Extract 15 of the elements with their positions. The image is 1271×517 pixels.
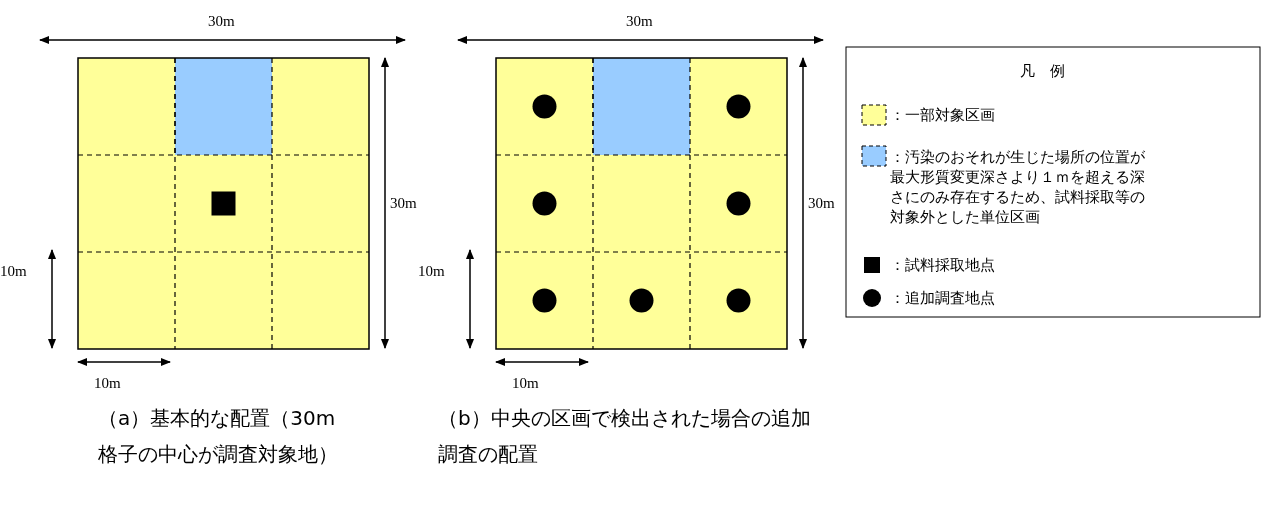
dimension-label: 10m	[0, 262, 27, 280]
legend-text: ：汚染のおそれが生じた場所の位置が最大形質変更深さより１ｍを超える深さにのみ存在するため、試料採取等の対象外とした単位区画	[890, 148, 1146, 227]
legend-text: ：追加調査地点	[890, 289, 995, 307]
legend-text: ：一部対象区画	[890, 106, 995, 124]
legend-text: ：試料採取地点	[890, 256, 995, 274]
dimension-label: 10m	[418, 262, 445, 280]
dimension-label: 30m	[390, 194, 417, 212]
legend-title: 凡 例	[1020, 62, 1065, 80]
dimension-label: 10m	[512, 374, 539, 392]
caption: （a）基本的な配置（30m格子の中心が調査対象地）	[98, 405, 338, 468]
dimension-label: 10m	[94, 374, 121, 392]
dimension-label: 30m	[208, 12, 235, 30]
dimension-label: 30m	[626, 12, 653, 30]
caption: （b）中央の区画で検出された場合の追加調査の配置	[438, 405, 812, 468]
dimension-label: 30m	[808, 194, 835, 212]
